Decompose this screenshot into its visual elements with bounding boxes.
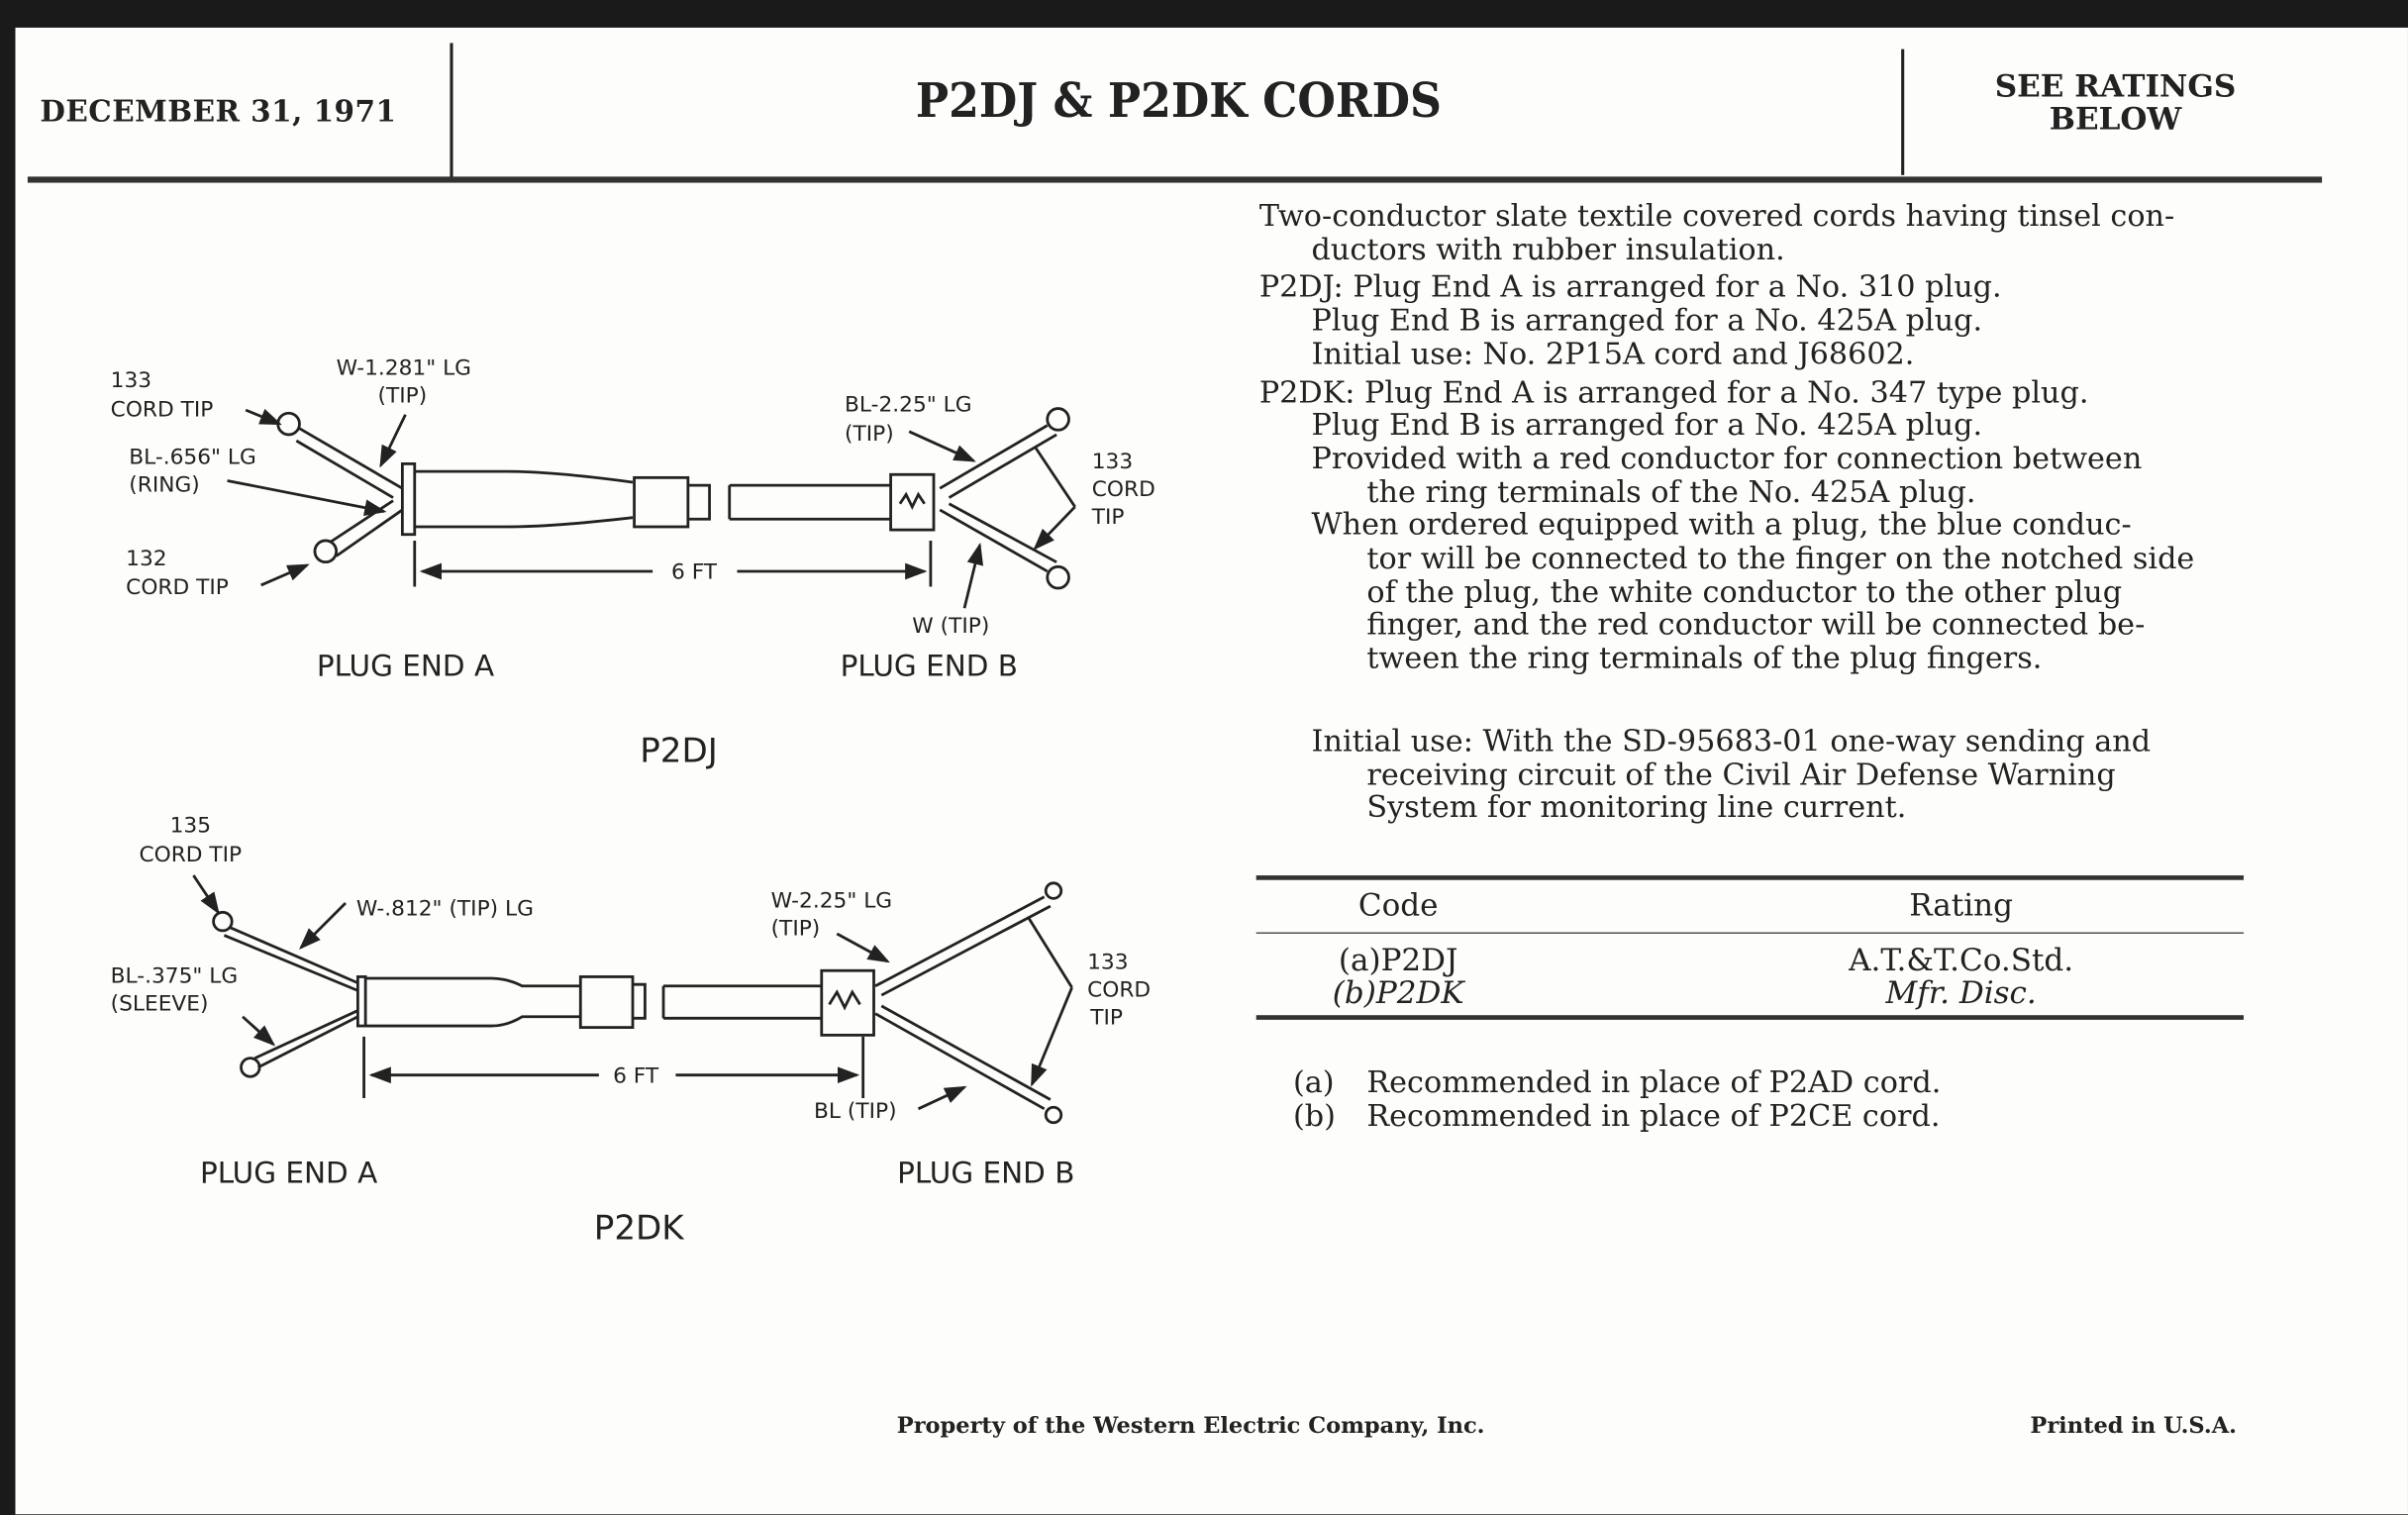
p2dk-labels: 135 CORD TIP W-.812" (TIP) LG BL-.375" L… [111,814,1151,1249]
desc-line: Plug End B is arranged for a No. 425A pl… [1311,302,1983,339]
table-header: Code Rating [1256,880,2244,933]
label: CORD TIP [139,843,242,867]
code-cell: (b)P2DK [1332,973,1464,1011]
plug-end-a-label: PLUG END A [317,649,494,682]
col-rating-header: Rating [1909,885,2014,924]
label: TIP [1089,1006,1123,1031]
header-date: DECEMBER 31, 1971 [40,95,397,130]
label: CORD [1087,978,1151,1003]
desc-line: tor will be connected to the finger on t… [1366,541,2195,576]
header-divider [1901,49,1905,175]
label: (TIP) [378,383,428,408]
initial-use-line: Initial use: With the SD-95683-01 one-wa… [1311,723,2152,758]
label: CORD TIP [126,575,229,600]
label: BL (TIP) [814,1099,897,1124]
header-rule [27,176,2323,183]
footnote-key: (b) [1292,1097,1336,1134]
label: 133 [1087,951,1128,975]
description: Two-conductor slate textile covered cord… [1258,198,2258,826]
label: CORD [1092,477,1155,502]
table-row: (a)P2DJ A.T.&T.Co.Std. [1256,941,2244,978]
label: W (TIP) [912,614,989,639]
desc-line: ductors with rubber insulation. [1311,231,1785,267]
diagram-title: P2DJ [640,731,718,770]
plug-end-b-label: PLUG END B [897,1156,1074,1189]
plug-end-b-label: PLUG END B [841,649,1018,682]
label: BL-.375" LG [111,964,239,989]
desc-line: When ordered equipped with a plug, the b… [1311,507,2132,544]
ratings-note-line: SEE RATINGS [1994,67,2237,105]
p2dj-cord-drawing [227,407,1076,609]
label: (SLEEVE) [111,992,209,1017]
label: BL-2.25" LG [845,393,972,418]
table-rule [1255,875,2245,880]
label: W-2.25" LG [771,889,893,914]
plug-end-a-label: PLUG END A [200,1156,377,1189]
label: 132 [126,547,166,571]
desc-line: Initial use: No. 2P15A cord and J68602. [1311,336,1915,372]
table-rule [1255,1015,2245,1020]
label: (TIP) [845,422,894,447]
header-divider [450,43,453,178]
diagram-title: P2DK [594,1209,686,1249]
footnote-key: (a) [1292,1063,1335,1100]
label: 133 [111,368,151,393]
desc-line: of the plug, the white conductor to the … [1366,573,2123,610]
cord-diagrams: 133 CORD TIP W-1.281" LG (TIP) BL-.656" … [111,355,1155,1249]
dimension-label: 6 FT [613,1063,659,1088]
desc-line: the ring terminals of the No. 425A plug. [1366,473,1976,510]
table-row: (b)P2DK Mfr. Disc. [1256,976,2244,1009]
footnote: (a) Recommended in place of P2AD cord. [1293,1065,1941,1099]
footnote-text: Recommended in place of P2CE cord. [1366,1097,1941,1134]
ratings-note-line: BELOW [2049,99,2182,138]
desc-line: Plug End B is arranged for a No. 425A pl… [1311,407,1983,444]
rating-cell: A.T.&T.Co.Std. [1849,941,2074,978]
ratings-note: SEE RATINGS BELOW [1904,70,2327,135]
dimension-label: 6 FT [671,560,718,585]
desc-line: tween the ring terminals of the plug fin… [1366,640,2043,676]
rating-cell: Mfr. Disc. [1885,973,2037,1011]
desc-line: P2DK: Plug End A is arranged for a No. 3… [1258,373,2089,410]
label: W-1.281" LG [337,355,471,380]
footer-printed: Printed in U.S.A. [2030,1412,2237,1440]
col-code-header: Code [1357,885,1439,924]
label: BL-.656" LG [129,445,256,469]
p2dj-labels: 133 CORD TIP W-1.281" LG (TIP) BL-.656" … [111,355,1155,770]
page-title: P2DJ & P2DK CORDS [915,73,1442,130]
label: CORD TIP [111,397,214,422]
desc-line: finger, and the red conductor will be co… [1366,607,2146,643]
document-sheet: DECEMBER 31, 1971 P2DJ & P2DK CORDS SEE … [15,27,2408,1515]
label: 135 [170,814,211,839]
label: (TIP) [771,917,821,942]
label: W-.812" (TIP) LG [356,896,534,921]
initial-use-line: receiving circuit of the Civil Air Defen… [1366,756,2116,792]
footnotes: (a) Recommended in place of P2AD cord. (b… [1293,1065,1941,1133]
desc-line: Provided with a red conductor for connec… [1311,441,2143,476]
footnote: (b) Recommended in place of P2CE cord. [1292,1097,1941,1134]
footnote-text: Recommended in place of P2AD cord. [1366,1063,1942,1100]
label: 133 [1092,450,1133,474]
desc-line: P2DJ: Plug End A is arranged for a No. 3… [1258,269,2002,305]
code-cell: (a)P2DJ [1338,941,1458,978]
p2dk-cord-drawing [192,874,1073,1125]
ratings-table: Code Rating (a)P2DJ A.T.&T.Co.Std. (b)P2… [1255,875,2245,1020]
initial-use-line: System for monitoring line current. [1366,789,1907,826]
label: TIP [1091,505,1125,530]
footer-property: Property of the Western Electric Company… [896,1412,1485,1440]
table-rule [1255,932,2245,935]
label: (RING) [129,472,199,497]
desc-line: Two-conductor slate textile covered cord… [1258,198,2175,234]
